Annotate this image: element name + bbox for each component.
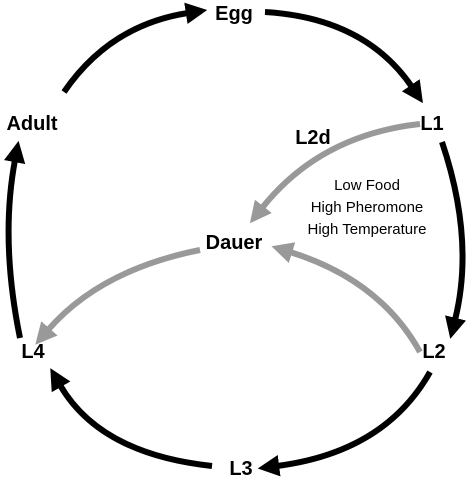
arrow-l1-to-l2 [439, 141, 467, 339]
arrow-dauer-to-l4 [35, 247, 201, 345]
condition-low-food: Low Food [334, 177, 400, 194]
condition-high-temperature: High Temperature [308, 221, 427, 238]
stage-label-adult: Adult [6, 113, 57, 135]
stage-label-l2: L2 [422, 341, 445, 363]
arrow-egg-to-l1 [264, 9, 423, 104]
arrow-l4-to-adult [3, 140, 26, 339]
path-label-l2d: L2d [295, 127, 331, 149]
arrow-l2-to-dauer [271, 242, 423, 354]
arrow-l3-to-l4 [50, 368, 213, 469]
stage-label-l1: L1 [420, 113, 443, 135]
stage-label-dauer: Dauer [206, 232, 263, 254]
condition-high-pheromone: High Pheromone [311, 199, 424, 216]
arrow-l1-to-dauer [249, 121, 421, 224]
arrow-adult-to-egg [61, 2, 208, 94]
stage-label-l3: L3 [229, 458, 252, 480]
stage-label-l4: L4 [21, 341, 45, 363]
arrow-l2-to-l3 [257, 370, 433, 477]
stage-label-egg: Egg [215, 3, 253, 25]
